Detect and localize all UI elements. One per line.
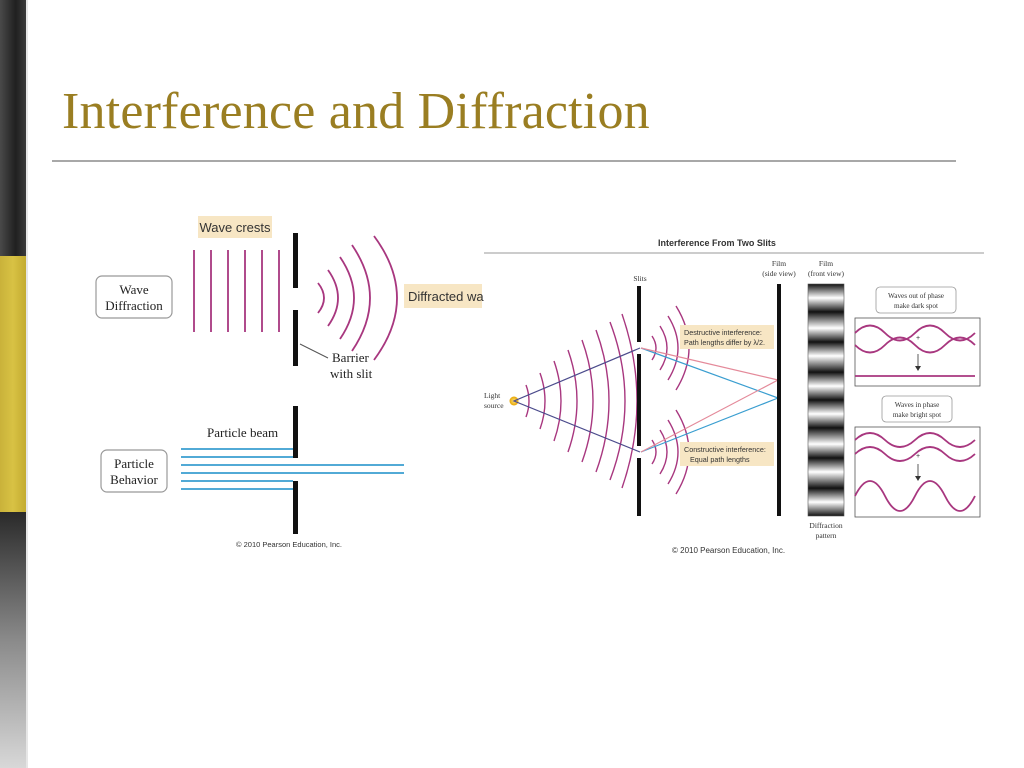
- slide-sidebar: [0, 0, 26, 768]
- two-slit-interference-figure: Interference From Two Slits Slits Film (…: [484, 238, 984, 555]
- in-phase-callout: [881, 395, 953, 423]
- film-front-label-line2: (front view): [808, 269, 845, 278]
- sidebar-gradient-segment: [0, 512, 26, 768]
- wave-crests-label: Wave crests: [199, 220, 271, 235]
- constructive-label-line2: Equal path lengths: [690, 455, 750, 464]
- particle-beam-label: Particle beam: [207, 425, 278, 440]
- in-phase-label-line1: Waves in phase: [895, 401, 940, 409]
- film-front-view: [807, 283, 845, 517]
- light-source-label-line2: source: [484, 401, 504, 410]
- in-phase-label-line2: make bright spot: [893, 411, 941, 419]
- film-side-view: [777, 284, 781, 516]
- diffraction-pattern-label-line1: Diffraction: [809, 521, 842, 530]
- destructive-label-line1: Destructive interference:: [684, 328, 762, 337]
- film-side-label-line2: (side view): [762, 269, 796, 278]
- particle-behavior-line1: Particle: [114, 456, 154, 471]
- left-copyright: © 2010 Pearson Education, Inc.: [236, 540, 342, 549]
- wave-diffraction-box: [95, 275, 173, 319]
- in-phase-arrowhead: [915, 476, 921, 481]
- right-copyright: © 2010 Pearson Education, Inc.: [672, 546, 785, 555]
- in-phase-waves: [854, 432, 976, 512]
- sidebar-gold-segment: [0, 256, 26, 512]
- wave-diffraction-figure: Wave crests Wave Diffraction Diffracted …: [95, 216, 484, 381]
- particle-behavior-box: [100, 449, 168, 493]
- particle-behavior-line2: Behavior: [110, 472, 158, 487]
- out-of-phase-label-line1: Waves out of phase: [888, 292, 944, 300]
- diffracted-wave-arcs: [317, 235, 398, 361]
- particle-beam-lines: [181, 448, 404, 490]
- title-divider: [52, 160, 956, 162]
- particle-behavior-figure: Particle beam Particle Behavior © 2010 P…: [100, 406, 404, 549]
- destructive-label-box: [680, 325, 774, 349]
- light-source-label-line1: Light: [484, 391, 501, 400]
- barrier-label-line1: Barrier: [332, 350, 369, 365]
- incoming-wave-crests: [193, 250, 280, 332]
- barrier-bottom: [293, 310, 298, 366]
- diffracted-label: Diffracted wa: [408, 289, 484, 304]
- interference-rays: [640, 347, 779, 453]
- constructive-label-line1: Constructive interference:: [684, 445, 766, 454]
- out-of-phase-label-line2: make dark spot: [894, 302, 938, 310]
- particle-barrier-bottom: [293, 481, 298, 534]
- diffraction-pattern-label-line2: pattern: [816, 531, 837, 540]
- out-of-phase-plus: +: [916, 335, 920, 342]
- film-front-label-line1: Film: [819, 259, 833, 268]
- wave-diffraction-label-line1: Wave: [119, 282, 148, 297]
- slit-barrier-bottom: [637, 458, 641, 516]
- out-of-phase-callout: [875, 286, 957, 314]
- particle-barrier-top: [293, 406, 298, 458]
- diffracted-label-box: [404, 284, 482, 308]
- barrier-pointer-line: [299, 343, 329, 359]
- slits-label: Slits: [633, 274, 646, 283]
- out-of-phase-waves: [854, 324, 976, 377]
- film-side-label-line1: Film: [772, 259, 786, 268]
- in-phase-panel: [854, 426, 981, 518]
- sidebar-edge: [26, 0, 28, 768]
- destructive-label-line2: Path lengths differ by λ/2.: [684, 338, 765, 347]
- slide-title: Interference and Diffraction: [62, 83, 650, 140]
- constructive-label-box: [680, 442, 774, 466]
- source-rays: [512, 347, 641, 453]
- barrier-label-line2: with slit: [330, 366, 373, 381]
- out-of-phase-arrowhead: [915, 366, 921, 371]
- right-figure-title: Interference From Two Slits: [658, 238, 776, 248]
- source-wavefronts: [525, 313, 638, 489]
- wave-crests-label-box: [198, 216, 272, 238]
- wave-diffraction-label-line2: Diffraction: [105, 298, 163, 313]
- barrier-top: [293, 233, 298, 288]
- slit-barrier-middle: [637, 354, 641, 446]
- slit-barrier-top: [637, 286, 641, 342]
- in-phase-plus: +: [916, 453, 920, 460]
- sidebar-dark-segment: [0, 0, 26, 256]
